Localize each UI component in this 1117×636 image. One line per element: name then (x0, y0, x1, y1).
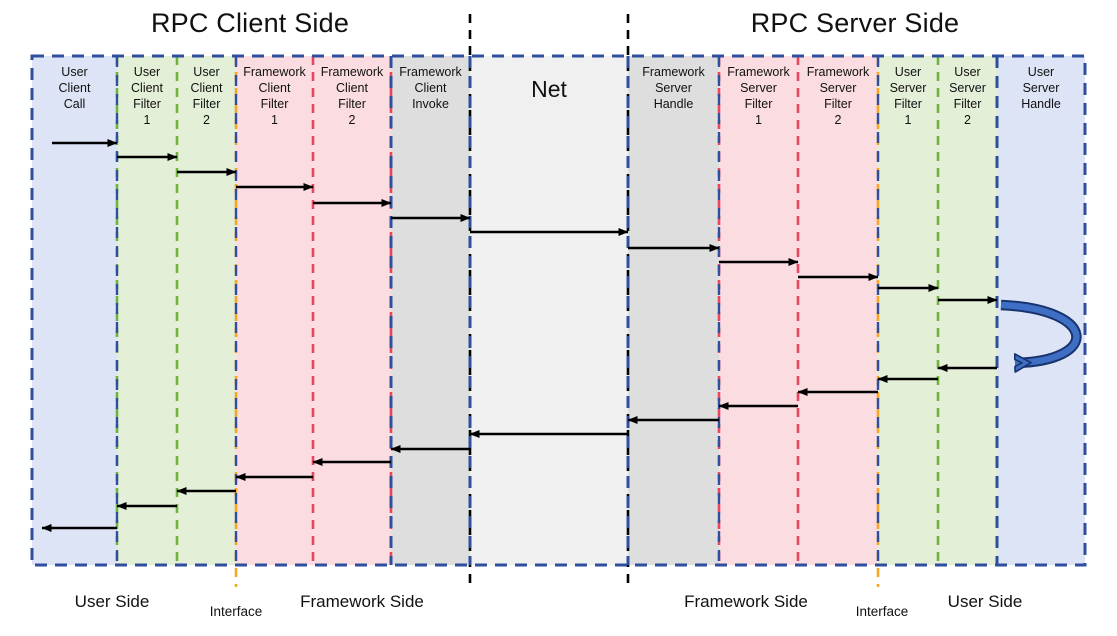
label-line: User (894, 65, 922, 79)
foot-user-side-right: User Side (947, 592, 1023, 611)
column-user-server-filter-2 (938, 56, 997, 565)
foot-framework-side-right: Framework Side (684, 592, 808, 611)
label-line: User (1027, 65, 1055, 79)
column-framework-client-invoke (391, 56, 470, 565)
label-line: Framework (320, 65, 384, 79)
label-line: Framework (642, 65, 705, 79)
label-line: User (133, 65, 161, 79)
label-line: Filter (338, 97, 366, 111)
label-line: Filter (192, 97, 221, 111)
net-label: Net (470, 76, 628, 102)
label-line: 1 (271, 113, 278, 127)
column-framework-client-filter-1 (236, 56, 313, 565)
label-line: Filter (260, 97, 289, 111)
column-framework-client-filter-2 (313, 56, 391, 565)
label-line: Framework (806, 65, 870, 79)
column-framework-server-filter-1 (719, 56, 798, 565)
label-line: Server (1022, 81, 1060, 95)
column-user-server-filter-1 (878, 56, 938, 565)
label-line: 1 (143, 113, 151, 127)
foot-interface-right: Interface (855, 604, 909, 619)
column-net (470, 56, 628, 565)
label-line: Invoke (412, 97, 449, 111)
column-framework-server-handle (628, 56, 719, 565)
label-line: Filter (133, 97, 161, 111)
label-line: 1 (755, 113, 762, 127)
title-rpc-server-side: RPC Server Side (750, 8, 960, 38)
label-line: Client (258, 81, 291, 95)
label-line: Client (131, 81, 163, 95)
label-line: Framework (243, 65, 306, 79)
label-line: Server (949, 81, 986, 95)
label-line: Client (336, 81, 368, 95)
label-line: Server (889, 81, 927, 95)
label-line: Handle (1021, 97, 1061, 111)
label-line: Server (740, 81, 777, 95)
label-line: Server (819, 81, 857, 95)
label-line: 2 (348, 113, 356, 127)
label-line: Client (414, 81, 447, 95)
label-line: 1 (904, 113, 912, 127)
label-line: User (61, 65, 88, 79)
label-line: Client (58, 81, 91, 95)
label-line: Net (531, 76, 567, 102)
title-rpc-client-side: RPC Client Side (150, 8, 350, 38)
label-line: Filter (744, 97, 773, 111)
diagram-outer-border (30, 54, 1087, 567)
foot-interface-left: Interface (209, 604, 263, 619)
label-line: User (954, 65, 981, 79)
label-line: Server (655, 81, 692, 95)
label-line: Client (190, 81, 223, 95)
label-line: 2 (964, 113, 971, 127)
label-line: 2 (834, 113, 842, 127)
foot-framework-side-left: Framework Side (300, 592, 424, 611)
label-line: Framework (399, 65, 462, 79)
label-line: 2 (203, 113, 210, 127)
label-line: Filter (953, 97, 982, 111)
label-line: Handle (653, 97, 694, 111)
foot-user-side-left: User Side (74, 592, 150, 611)
loop-arrow (1000, 301, 1080, 373)
label-line: Filter (824, 97, 852, 111)
column-framework-server-filter-2 (798, 56, 878, 565)
column-user-client-filter-2 (177, 56, 236, 565)
column-user-client-call (32, 56, 117, 565)
column-user-client-filter-1 (117, 56, 177, 565)
label-line: Framework (727, 65, 790, 79)
label-line: User (193, 65, 220, 79)
label-line: Filter (894, 97, 922, 111)
label-line: Call (63, 97, 86, 111)
